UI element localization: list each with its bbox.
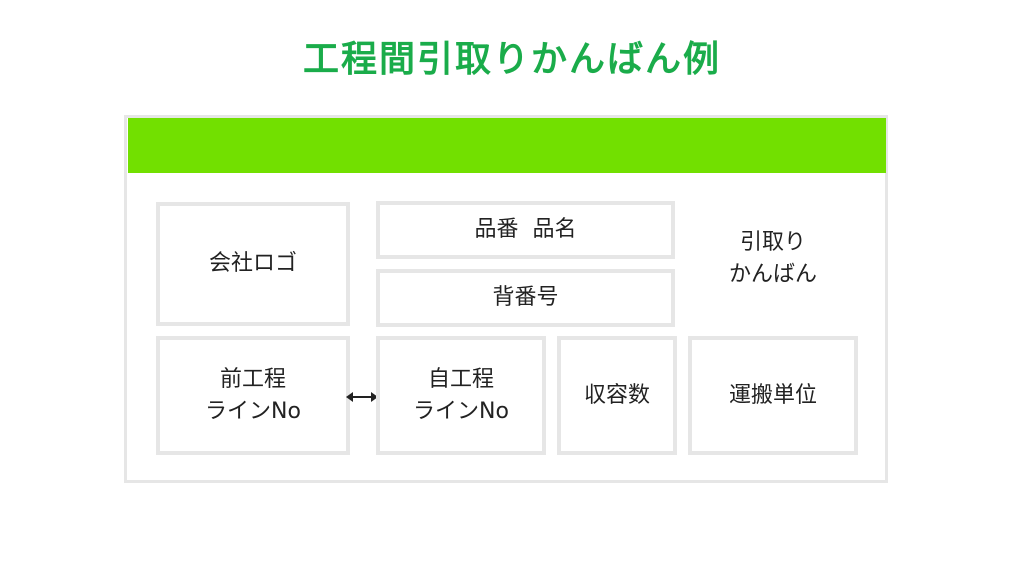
kanban-type-area: 引取り かんばん [688,214,858,304]
capacity-label: 収容数 [583,382,650,408]
double-arrow-icon [346,392,378,402]
previous-process-line-box: 前工程 ラインNo [156,336,350,455]
kanban-type-label: 引取り かんばん [728,230,817,287]
page-title: 工程間引取りかんばん例 [302,39,721,80]
back-number-label: 背番号 [492,285,559,310]
part-number-name-box: 品番 品名 [376,201,675,259]
transport-unit-label: 運搬単位 [728,382,817,408]
company-logo-label: 会社ロゴ [208,251,297,276]
company-logo-box: 会社ロゴ [156,202,350,326]
previous-process-line-label: 前工程 ラインNo [205,366,301,424]
transport-unit-box: 運搬単位 [688,336,858,455]
own-process-line-box: 自工程 ラインNo [376,336,546,455]
kanban-header-bar [128,118,886,173]
capacity-box: 収容数 [557,336,677,455]
own-process-line-label: 自工程 ラインNo [413,366,509,424]
part-number-name-label: 品番 品名 [474,217,577,242]
back-number-box: 背番号 [376,269,675,327]
